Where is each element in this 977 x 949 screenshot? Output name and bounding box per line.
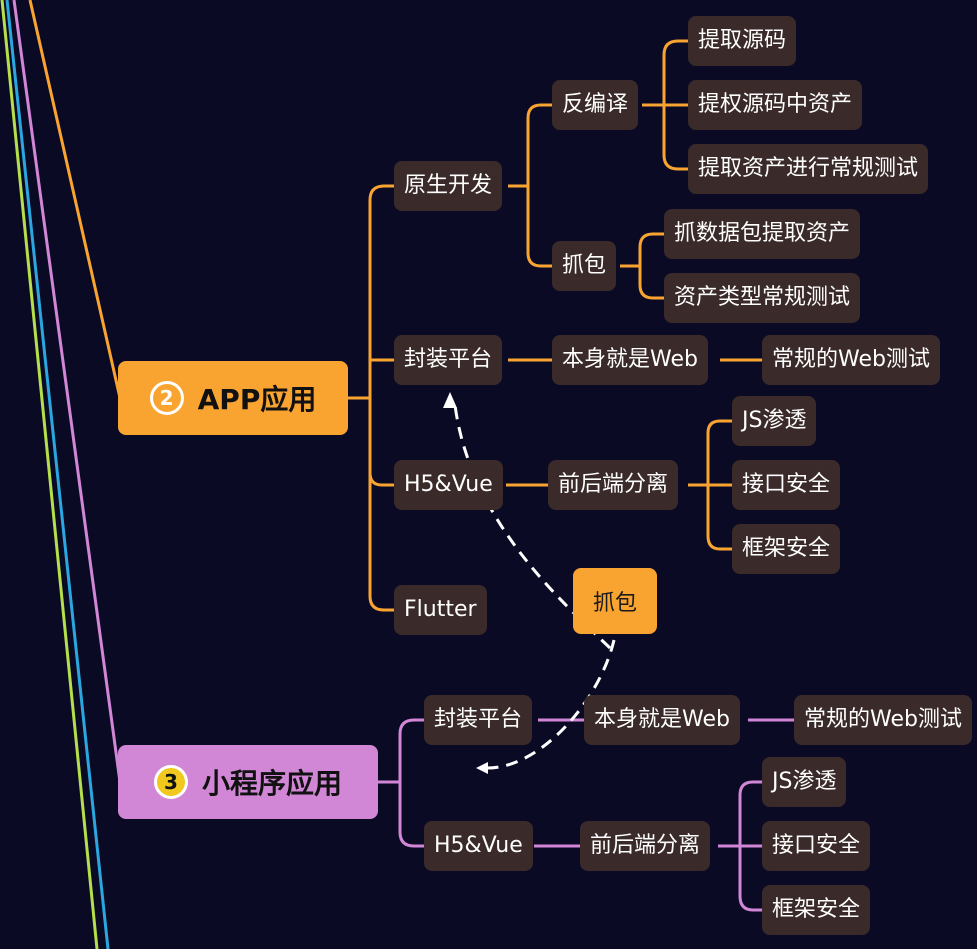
node-app-h5[interactable]: H5&Vue bbox=[394, 460, 503, 510]
app-branch-node[interactable]: 2 APP应用 bbox=[118, 361, 348, 435]
node-mini-js[interactable]: JS渗透 bbox=[762, 757, 847, 807]
node-extract-source[interactable]: 提取源码 bbox=[688, 16, 797, 66]
node-app-js[interactable]: JS渗透 bbox=[732, 396, 817, 446]
app-connectors bbox=[348, 39, 762, 612]
node-mini-wrapper[interactable]: 封装平台 bbox=[424, 695, 533, 745]
edge-to-app bbox=[28, 0, 122, 399]
node-asset-type-test[interactable]: 资产类型常规测试 bbox=[664, 273, 861, 323]
node-mini-is-web[interactable]: 本身就是Web bbox=[584, 695, 740, 745]
mini-branch-node[interactable]: 3 小程序应用 bbox=[118, 745, 378, 819]
mini-branch-title: 小程序应用 bbox=[201, 767, 342, 800]
node-decompile[interactable]: 反编译 bbox=[552, 80, 639, 130]
callout-capture[interactable]: 抓包 bbox=[573, 568, 657, 634]
mini-connectors bbox=[378, 718, 794, 912]
node-app-api[interactable]: 接口安全 bbox=[732, 460, 841, 510]
badge-number: 2 bbox=[149, 381, 184, 415]
node-app-wrapper[interactable]: 封装平台 bbox=[394, 335, 503, 385]
node-app-is-web[interactable]: 本身就是Web bbox=[552, 335, 708, 385]
edge-to-mini bbox=[12, 0, 122, 783]
edge-cyan bbox=[5, 0, 110, 949]
node-flutter[interactable]: Flutter bbox=[394, 585, 487, 635]
edge-lime bbox=[0, 0, 99, 949]
node-app-split[interactable]: 前后端分离 bbox=[548, 460, 679, 510]
node-app-framework[interactable]: 框架安全 bbox=[732, 524, 841, 574]
node-mini-h5[interactable]: H5&Vue bbox=[424, 821, 533, 871]
node-mini-split[interactable]: 前后端分离 bbox=[580, 821, 711, 871]
app-branch-title: APP应用 bbox=[197, 383, 317, 416]
node-capture[interactable]: 抓包 bbox=[552, 241, 617, 291]
node-mini-framework[interactable]: 框架安全 bbox=[762, 885, 871, 935]
node-asset-test[interactable]: 提取资产进行常规测试 bbox=[688, 144, 929, 194]
node-app-web-test[interactable]: 常规的Web测试 bbox=[762, 335, 940, 385]
node-native-dev[interactable]: 原生开发 bbox=[394, 161, 503, 211]
arrowhead-up bbox=[443, 392, 457, 408]
node-capture-assets[interactable]: 抓数据包提取资产 bbox=[664, 209, 861, 259]
node-mini-web-test[interactable]: 常规的Web测试 bbox=[794, 695, 972, 745]
node-mini-api[interactable]: 接口安全 bbox=[762, 821, 871, 871]
arrowhead-down bbox=[476, 762, 488, 774]
node-source-assets[interactable]: 提权源码中资产 bbox=[688, 80, 863, 130]
badge-number: 3 bbox=[153, 765, 188, 799]
